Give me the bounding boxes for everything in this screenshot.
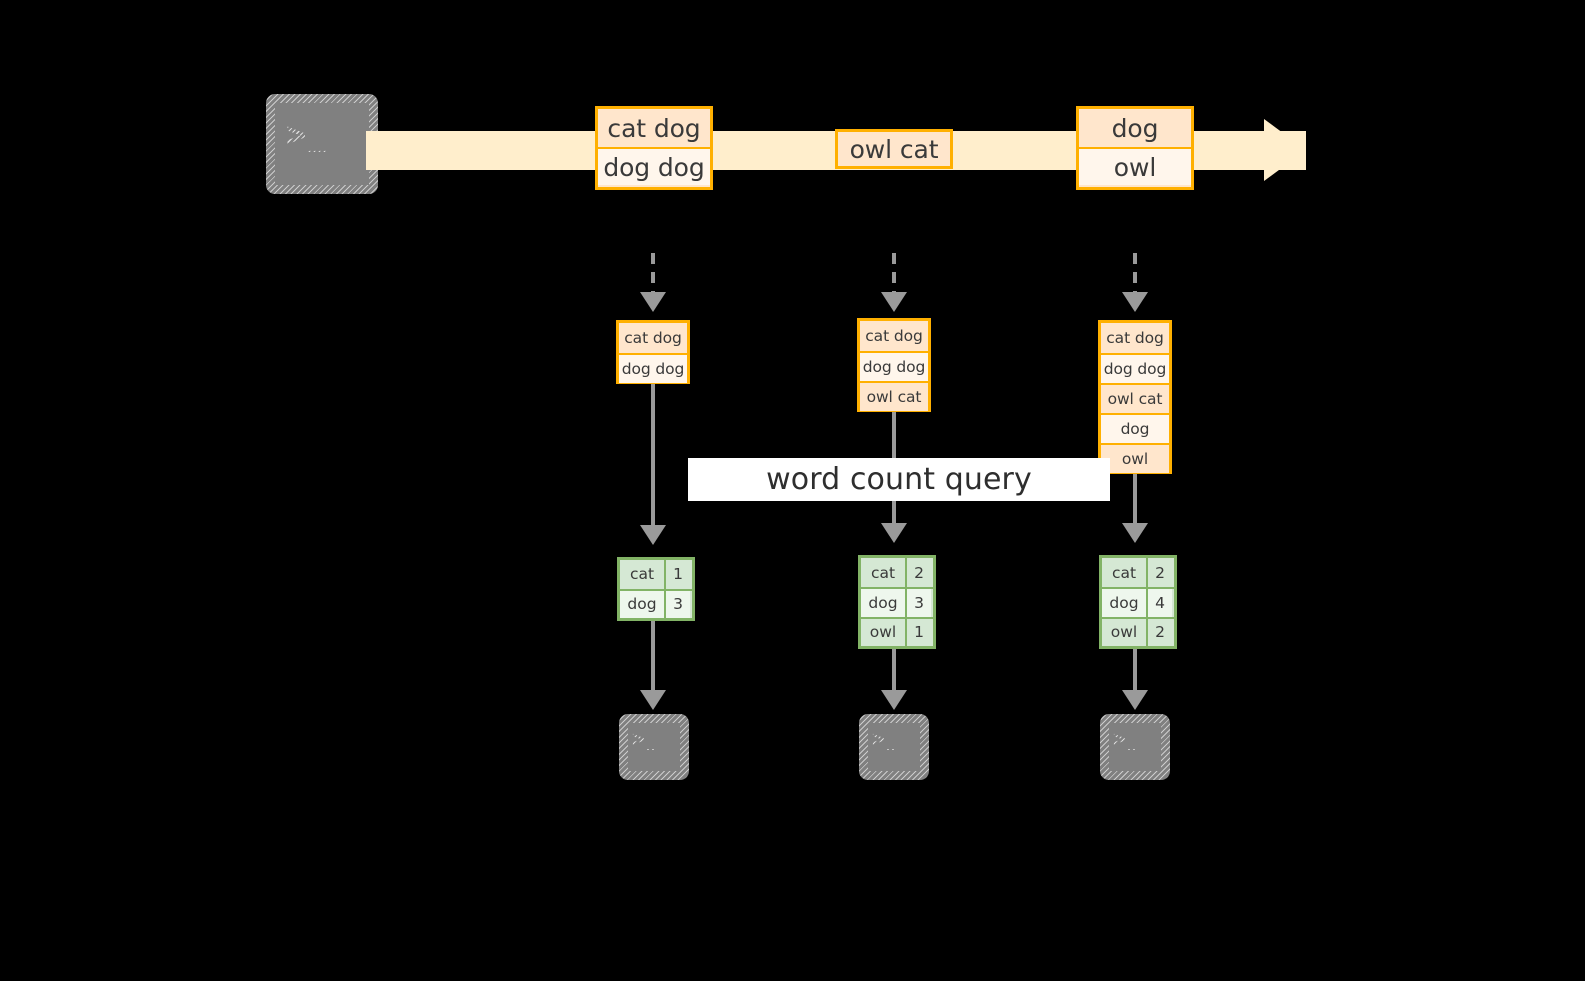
snapshot-1-sink-connector-head xyxy=(640,690,666,710)
snapshot-1-query-connector xyxy=(651,384,655,528)
table-row: cat 2 xyxy=(1102,558,1174,588)
snapshot-1-query-connector-head xyxy=(640,525,666,545)
terminal-hatch-border xyxy=(1100,714,1170,780)
result-word: cat xyxy=(1102,558,1146,588)
snapshot-2-stream-connector xyxy=(892,253,896,295)
terminal-hatch-border xyxy=(266,94,378,194)
snapshot-3-input-row: dog dog xyxy=(1101,353,1169,383)
result-count: 3 xyxy=(905,589,931,617)
snapshot-1-sink-terminal-icon: >_ xyxy=(619,714,689,780)
stream-batch-1-row: cat dog xyxy=(598,109,710,147)
result-word: owl xyxy=(861,618,905,646)
snapshot-2-query-connector-head xyxy=(881,523,907,543)
snapshot-2-sink-terminal-icon: >_ xyxy=(859,714,929,780)
snapshot-1-result-table: cat 1 dog 3 xyxy=(617,557,695,621)
query-label-band: word count query xyxy=(688,458,1110,501)
snapshot-3-input-row: owl xyxy=(1101,443,1169,473)
snapshot-3-input-row: cat dog xyxy=(1101,323,1169,353)
table-row: owl 2 xyxy=(1102,616,1174,646)
terminal-prompt-glyph: >_ xyxy=(286,115,327,155)
snapshot-2-sink-connector xyxy=(892,649,896,693)
snapshot-2-sink-connector-head xyxy=(881,690,907,710)
stream-batch-3-row: dog xyxy=(1079,109,1191,147)
result-count: 2 xyxy=(905,558,931,588)
result-word: cat xyxy=(620,560,664,589)
terminal-prompt-glyph: >_ xyxy=(1113,727,1139,751)
table-row: cat 2 xyxy=(861,558,933,588)
source-terminal-icon: >_ xyxy=(266,94,378,194)
result-count: 1 xyxy=(905,618,931,646)
terminal-prompt-glyph: >_ xyxy=(632,727,658,751)
terminal-prompt-glyph: >_ xyxy=(872,727,898,751)
snapshot-2-input-row: owl cat xyxy=(860,381,928,411)
result-count: 3 xyxy=(664,590,690,618)
snapshot-3-query-connector xyxy=(1133,474,1137,526)
snapshot-3-sink-terminal-icon: >_ xyxy=(1100,714,1170,780)
query-label-text: word count query xyxy=(766,462,1032,497)
terminal-hatch-border xyxy=(619,714,689,780)
stream-batch-3-row: owl xyxy=(1079,147,1191,185)
snapshot-2-result-table: cat 2 dog 3 owl 1 xyxy=(858,555,936,649)
snapshot-3-sink-connector xyxy=(1133,649,1137,693)
stream-batch-2: owl cat xyxy=(835,129,953,169)
snapshot-3-sink-connector-head xyxy=(1122,690,1148,710)
table-row: owl 1 xyxy=(861,616,933,646)
snapshot-2-input-row: dog dog xyxy=(860,351,928,381)
table-row: dog 4 xyxy=(1102,587,1174,617)
result-word: owl xyxy=(1102,618,1146,646)
result-word: dog xyxy=(620,590,664,618)
snapshot-3-input-row: owl cat xyxy=(1101,383,1169,413)
table-row: cat 1 xyxy=(620,560,692,589)
snapshot-3-stream-connector-head xyxy=(1122,292,1148,312)
snapshot-1-sink-connector xyxy=(651,621,655,693)
stream-batch-2-row: owl cat xyxy=(838,132,950,166)
snapshot-1-stream-connector-head xyxy=(640,292,666,312)
snapshot-3-result-table: cat 2 dog 4 owl 2 xyxy=(1099,555,1177,649)
snapshot-1-input-row: cat dog xyxy=(619,323,687,353)
snapshot-3-query-connector-head xyxy=(1122,523,1148,543)
snapshot-3-stream-connector xyxy=(1133,253,1137,295)
result-count: 4 xyxy=(1146,589,1172,617)
result-count: 1 xyxy=(664,560,690,589)
result-count: 2 xyxy=(1146,618,1172,646)
result-word: cat xyxy=(861,558,905,588)
input-stream-arrow-head xyxy=(1264,119,1306,181)
table-row: dog 3 xyxy=(861,587,933,617)
terminal-hatch-border xyxy=(859,714,929,780)
result-word: dog xyxy=(1102,589,1146,617)
snapshot-1-input-row: dog dog xyxy=(619,353,687,383)
snapshot-2-input-table: cat dog dog dog owl cat xyxy=(857,318,931,412)
snapshot-1-input-table: cat dog dog dog xyxy=(616,320,690,384)
stream-batch-3: dog owl xyxy=(1076,106,1194,190)
table-row: dog 3 xyxy=(620,588,692,618)
snapshot-3-input-row: dog xyxy=(1101,413,1169,443)
result-count: 2 xyxy=(1146,558,1172,588)
snapshot-1-stream-connector xyxy=(651,253,655,295)
snapshot-2-stream-connector-head xyxy=(881,292,907,312)
result-word: dog xyxy=(861,589,905,617)
snapshot-3-input-table: cat dog dog dog owl cat dog owl xyxy=(1098,320,1172,474)
stream-batch-1-row: dog dog xyxy=(598,147,710,185)
snapshot-2-input-row: cat dog xyxy=(860,321,928,351)
stream-batch-1: cat dog dog dog xyxy=(595,106,713,190)
